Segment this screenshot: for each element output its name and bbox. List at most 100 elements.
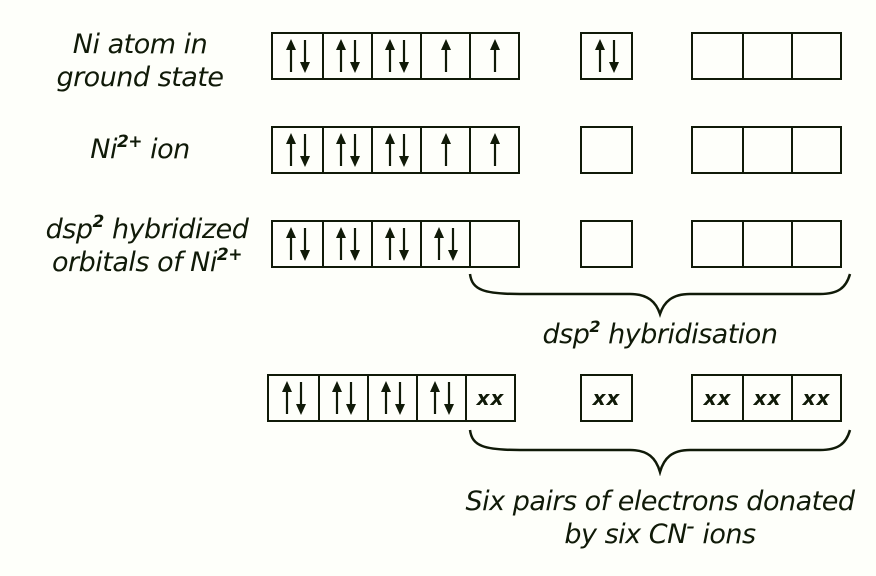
orbital-row-dsp2-hybridized bbox=[0, 220, 876, 268]
spin-up-arrow-icon bbox=[335, 39, 346, 72]
spin-up-arrow-icon bbox=[281, 381, 292, 414]
donation-caption: Six pairs of electrons donated by six CN… bbox=[455, 485, 865, 551]
orbital-box: xx bbox=[693, 376, 742, 420]
orbital-box bbox=[582, 222, 631, 266]
label-line: orbitals of Ni2+ bbox=[22, 246, 272, 279]
electron-pair-mark: xx bbox=[802, 386, 831, 410]
row-label-dsp2-hybridized: dsp2 hybridized orbitals of Ni2+ bbox=[22, 213, 272, 279]
electron-pair-mark: xx bbox=[476, 386, 505, 410]
spin-up-arrow-icon bbox=[380, 381, 391, 414]
spin-down-arrow-icon bbox=[398, 40, 409, 73]
electron-pair-mark: xx bbox=[592, 386, 621, 410]
orbital-box bbox=[742, 222, 791, 266]
orbital-box bbox=[322, 34, 371, 78]
label-line: dsp2 hybridized bbox=[22, 213, 272, 246]
orbital-box bbox=[371, 34, 420, 78]
orbital-box bbox=[416, 376, 465, 420]
orbital-group-4p bbox=[691, 220, 842, 268]
orbital-group-4p bbox=[691, 126, 842, 174]
electron-pair-mark: xx bbox=[703, 386, 732, 410]
label-superscript: 2+ bbox=[216, 245, 243, 265]
orbital-box bbox=[371, 128, 420, 172]
spin-down-arrow-icon bbox=[299, 228, 310, 261]
orbital-box bbox=[469, 34, 518, 78]
caption-text: hybridisation bbox=[600, 319, 778, 350]
spin-down-arrow-icon bbox=[398, 228, 409, 261]
orbital-group-4s: xx bbox=[580, 374, 633, 422]
orbital-box bbox=[420, 222, 469, 266]
spin-up-arrow-icon bbox=[335, 133, 346, 166]
spin-down-arrow-icon bbox=[349, 40, 360, 73]
orbital-box: xx bbox=[465, 376, 514, 420]
label-text: Ni bbox=[90, 134, 117, 165]
label-superscript: 2+ bbox=[116, 132, 143, 152]
orbital-box bbox=[273, 222, 322, 266]
caption-line: by six CN– ions bbox=[455, 518, 865, 551]
spin-down-arrow-icon bbox=[299, 134, 310, 167]
row-label-ni-ground-state: Ni atom in ground state bbox=[40, 28, 240, 94]
caption-line: Six pairs of electrons donated bbox=[465, 486, 855, 517]
spin-down-arrow-icon bbox=[299, 40, 310, 73]
label-superscript: 2 bbox=[92, 212, 105, 232]
caption-superscript: – bbox=[686, 517, 695, 536]
orbital-box bbox=[742, 128, 791, 172]
orbital-box bbox=[269, 376, 318, 420]
orbital-box bbox=[420, 34, 469, 78]
spin-up-arrow-icon bbox=[384, 39, 395, 72]
spin-down-arrow-icon bbox=[443, 382, 454, 415]
hybridisation-brace bbox=[468, 273, 852, 318]
orbital-group-4s bbox=[580, 32, 633, 80]
orbital-box bbox=[693, 222, 742, 266]
spin-down-arrow-icon bbox=[398, 134, 409, 167]
orbital-group-3d bbox=[271, 32, 520, 80]
orbital-box bbox=[420, 128, 469, 172]
orbital-box: xx bbox=[582, 376, 631, 420]
spin-up-arrow-icon bbox=[489, 133, 500, 166]
spin-up-arrow-icon bbox=[331, 381, 342, 414]
row-label-ni2-ion: Ni2+ ion bbox=[40, 133, 240, 166]
spin-up-arrow-icon bbox=[285, 39, 296, 72]
orbital-box bbox=[322, 222, 371, 266]
orbital-box bbox=[469, 128, 518, 172]
caption-text: by six CN bbox=[564, 519, 687, 550]
orbital-box bbox=[791, 128, 840, 172]
spin-up-arrow-icon bbox=[594, 39, 605, 72]
spin-up-arrow-icon bbox=[285, 133, 296, 166]
orbital-box: xx bbox=[791, 376, 840, 420]
label-text: orbitals of Ni bbox=[52, 247, 217, 278]
spin-up-arrow-icon bbox=[335, 227, 346, 260]
spin-up-arrow-icon bbox=[440, 39, 451, 72]
label-line: Ni atom in bbox=[72, 29, 208, 60]
orbital-group-4s bbox=[580, 220, 633, 268]
donation-brace bbox=[468, 429, 852, 476]
orbital-box bbox=[273, 128, 322, 172]
orbital-box bbox=[791, 34, 840, 78]
orbital-group-3d bbox=[271, 126, 520, 174]
orbital-box bbox=[371, 222, 420, 266]
spin-up-arrow-icon bbox=[440, 133, 451, 166]
orbital-box bbox=[791, 222, 840, 266]
electron-pair-mark: xx bbox=[753, 386, 782, 410]
spin-up-arrow-icon bbox=[285, 227, 296, 260]
spin-down-arrow-icon bbox=[608, 40, 619, 73]
caption-text: dsp bbox=[542, 319, 590, 350]
orbital-box: xx bbox=[742, 376, 791, 420]
orbital-box bbox=[693, 34, 742, 78]
spin-down-arrow-icon bbox=[349, 134, 360, 167]
spin-up-arrow-icon bbox=[429, 381, 440, 414]
label-text: hybridized bbox=[103, 214, 249, 245]
spin-down-arrow-icon bbox=[394, 382, 405, 415]
label-text: dsp bbox=[45, 214, 93, 245]
orbital-box bbox=[693, 128, 742, 172]
caption-text: ions bbox=[694, 519, 756, 550]
label-text: ion bbox=[142, 134, 190, 165]
spin-up-arrow-icon bbox=[433, 227, 444, 260]
spin-down-arrow-icon bbox=[295, 382, 306, 415]
spin-up-arrow-icon bbox=[489, 39, 500, 72]
spin-up-arrow-icon bbox=[384, 133, 395, 166]
orbital-group-3d: xx bbox=[267, 374, 516, 422]
hybridisation-caption: dsp2 hybridisation bbox=[500, 318, 820, 351]
orbital-box bbox=[273, 34, 322, 78]
spin-up-arrow-icon bbox=[384, 227, 395, 260]
